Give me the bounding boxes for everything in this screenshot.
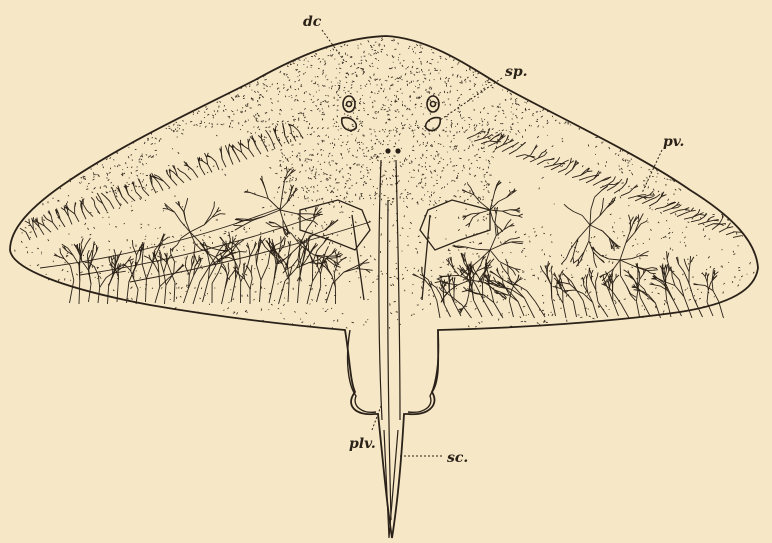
body-outline xyxy=(10,36,758,538)
label-sp: sp. xyxy=(505,64,528,80)
stipple-texture xyxy=(14,37,754,328)
central-cross-canals xyxy=(300,200,490,300)
canal-network xyxy=(20,123,742,318)
tail xyxy=(379,160,400,538)
label-plv: plv. xyxy=(349,436,376,452)
label-dc: dc xyxy=(303,14,322,30)
label-pv: pv. xyxy=(663,134,684,150)
label-sc: sc. xyxy=(447,450,468,466)
pelvic-fins xyxy=(348,330,439,412)
